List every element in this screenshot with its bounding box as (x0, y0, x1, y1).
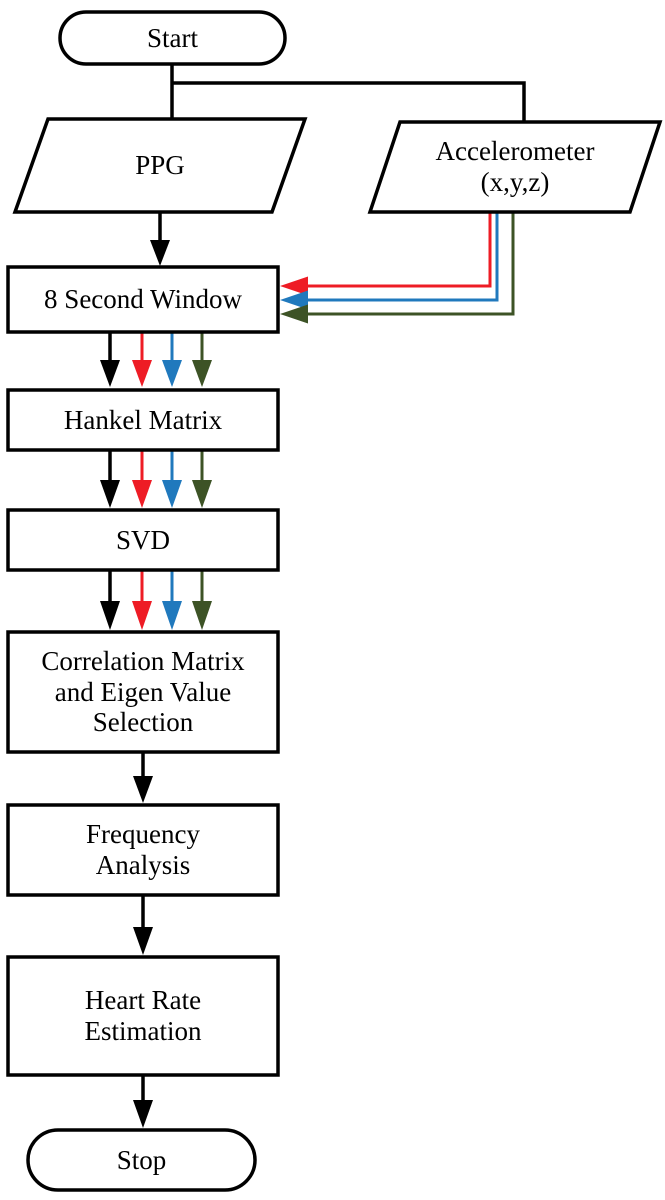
edge-hankel-to-svd-y (162, 450, 182, 508)
edge-window-to-hankel-x (132, 332, 152, 387)
edge-window-to-hankel-z (192, 332, 212, 387)
edge-accelerometer-y-to-window (280, 212, 499, 310)
node-window-shape (6, 265, 280, 334)
node-ppg-shape (12, 117, 308, 214)
node-correlation-shape (6, 630, 280, 754)
edge-ppg-to-window (150, 212, 170, 266)
edge-window-to-hankel-black (100, 332, 120, 387)
edge-accelerometer-z-to-window (280, 212, 515, 324)
edge-hankel-to-svd-x (132, 450, 152, 508)
edge-correlation-to-frequency (133, 752, 153, 803)
edge-window-to-hankel-y (162, 332, 182, 387)
edge-svd-to-correlation-z (192, 570, 212, 630)
node-stop-shape (26, 1128, 257, 1192)
edge-hankel-to-svd-z (192, 450, 212, 508)
node-accelerometer-shape (367, 120, 663, 214)
node-heartrate-shape (6, 955, 280, 1077)
node-hankel-shape (6, 388, 280, 452)
node-frequency-shape (6, 803, 280, 897)
node-start-shape (58, 10, 287, 66)
edge-svd-to-correlation-black (100, 570, 120, 630)
edge-frequency-to-heartrate (133, 895, 153, 955)
edge-accelerometer-x-to-window (280, 212, 492, 296)
edge-svd-to-correlation-x (132, 570, 152, 630)
edge-heartrate-to-stop (133, 1075, 153, 1128)
edge-svd-to-correlation-y (162, 570, 182, 630)
node-svd-shape (6, 508, 280, 572)
edge-hankel-to-svd-black (100, 450, 120, 508)
